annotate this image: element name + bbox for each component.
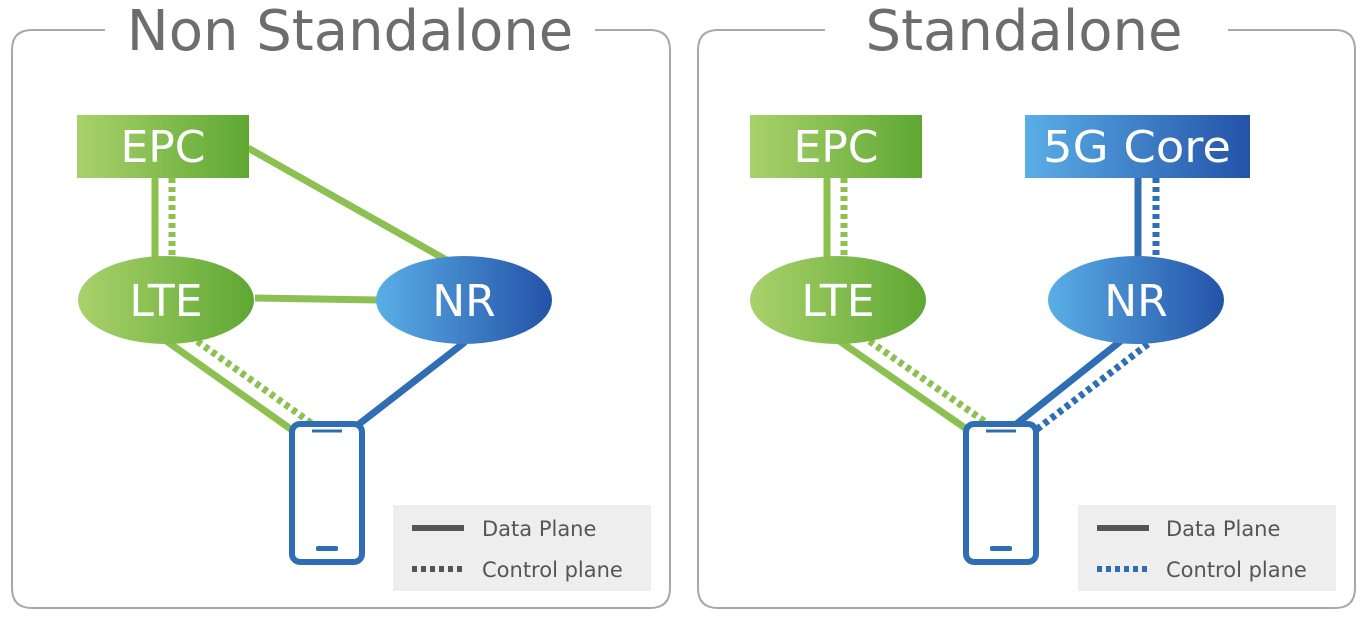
epc-box: EPC — [750, 115, 922, 178]
lte-node: LTE — [78, 256, 254, 344]
smartphone-icon — [289, 421, 365, 565]
lte-label: LTE — [129, 276, 202, 327]
lte-device-data-link — [162, 337, 295, 433]
5g-core-box: 5G Core — [1025, 115, 1250, 178]
lte-label: LTE — [801, 276, 874, 327]
nr-device-data-link — [351, 339, 468, 431]
nr-node: NR — [1048, 256, 1224, 344]
legend-control-plane: Control plane — [482, 558, 623, 582]
legend-data-plane: Data Plane — [1166, 517, 1280, 541]
panel-title: Standalone — [866, 0, 1183, 64]
lte-device-control-link — [859, 333, 997, 431]
lte-node: LTE — [750, 256, 926, 344]
legend-control-plane: Control plane — [1166, 558, 1307, 582]
nr-label: NR — [1104, 276, 1168, 327]
epc-label: EPC — [793, 122, 878, 173]
legend-data-plane: Data Plane — [482, 517, 596, 541]
epc-label: EPC — [120, 122, 205, 173]
nr-device-data-link — [1011, 337, 1125, 429]
5g-core-label: 5G Core — [1043, 122, 1231, 173]
smartphone-icon — [963, 421, 1039, 565]
epc-nr-data-link — [246, 144, 452, 266]
epc-box: EPC — [77, 115, 249, 178]
lte-nr-data-link — [254, 294, 379, 304]
panel-title: Non Standalone — [127, 0, 573, 64]
panel-standalone: Standalone EPC 5G Core LTE NR — [697, 0, 1356, 609]
legend: Data Plane Control plane — [393, 505, 651, 591]
legend: Data Plane Control plane — [1078, 505, 1336, 591]
panel-frame — [697, 29, 1356, 609]
nr-node: NR — [376, 256, 552, 344]
panel-non-standalone: Non Standalone EPC LTE NR — [11, 0, 671, 609]
nr-label: NR — [432, 276, 496, 327]
panel-frame — [11, 29, 671, 609]
nr-device-control-link — [1033, 341, 1151, 433]
lte-device-data-link — [836, 337, 970, 433]
lte-device-control-link — [187, 333, 321, 431]
